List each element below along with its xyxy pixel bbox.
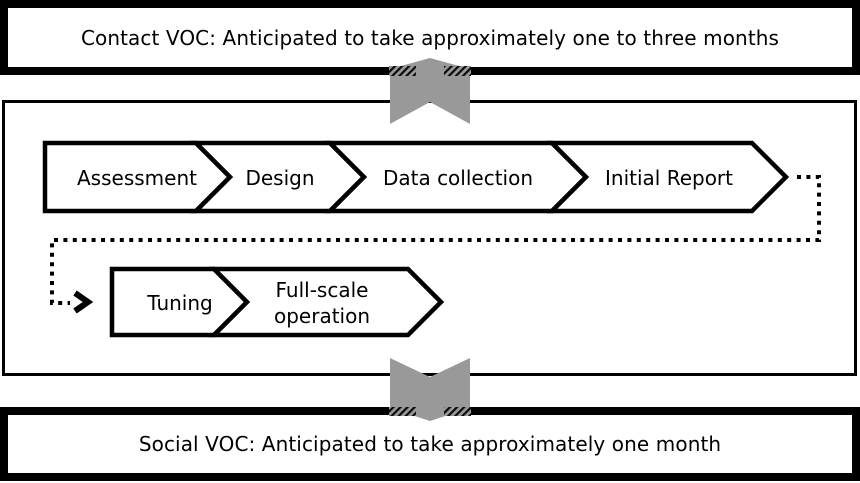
dotted-connector [50, 175, 821, 314]
border-overlap-hatch [444, 407, 471, 416]
down-arrow-shape [390, 358, 470, 421]
chevron-label: Tuning [146, 291, 212, 315]
process-row-2: Tuning Full-scale operation [109, 266, 445, 338]
process-row-1: Assessment Design Data collection Initia… [42, 140, 790, 214]
chevron-data-collection: Data collection [324, 140, 590, 214]
connector-arrowhead-icon [73, 290, 94, 314]
social-voc-banner-text: Social VOC: Anticipated to take approxim… [138, 432, 722, 456]
chevron-initial-report: Initial Report [546, 140, 790, 214]
chevron-label-line1: Full-scale [276, 278, 369, 302]
border-overlap-hatch [389, 407, 416, 416]
chevron-label: Initial Report [605, 166, 733, 190]
chevron-assessment: Assessment [42, 140, 234, 214]
chevron-full-scale-operation: Full-scale operation [208, 266, 445, 338]
up-arrow-connector [389, 58, 471, 124]
down-arrow-connector [389, 358, 471, 421]
border-overlap-hatch [444, 66, 471, 76]
chevron-shape [208, 266, 445, 338]
chevron-label: Design [245, 166, 314, 190]
chevron-label-line2: operation [274, 304, 370, 328]
chevron-label: Data collection [383, 166, 533, 190]
contact-voc-banner-text: Contact VOC: Anticipated to take approxi… [80, 25, 780, 50]
chevron-label: Assessment [77, 166, 197, 190]
border-overlap-hatch [389, 66, 416, 76]
chevron-shape [546, 140, 790, 214]
